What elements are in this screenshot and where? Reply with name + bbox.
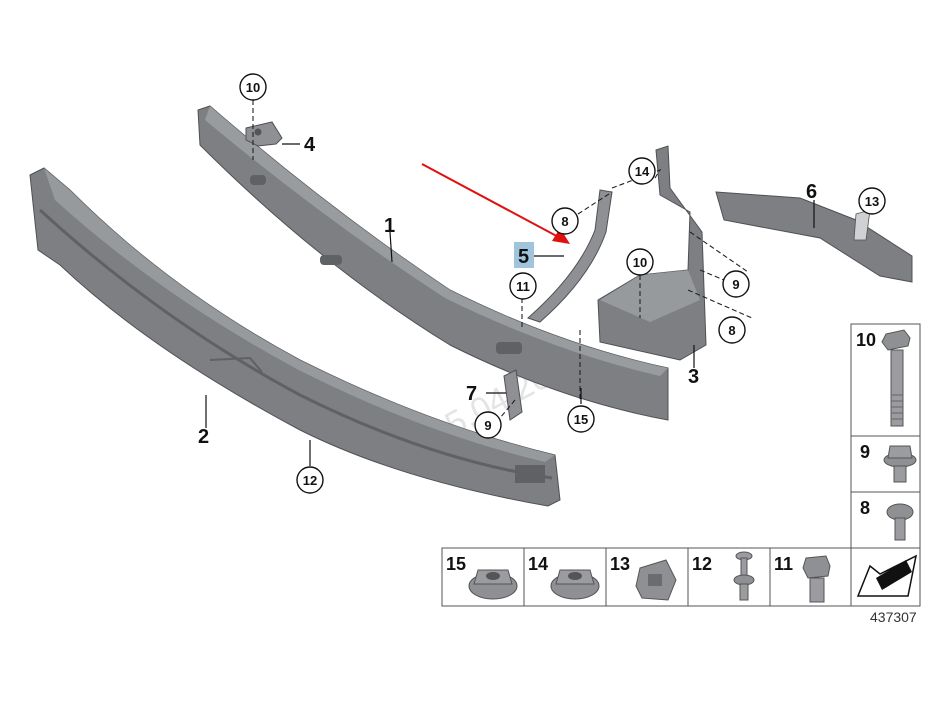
- assembly-lines: [252, 100, 753, 419]
- callout-9-right: 9: [732, 277, 739, 292]
- callout-11: 11: [516, 279, 530, 294]
- part-5-bar: [527, 189, 613, 323]
- part-1-carrier: [197, 105, 669, 421]
- callout-10-mid: 10: [633, 255, 647, 270]
- callout-8-top: 8: [561, 214, 568, 229]
- callout-13: 13: [865, 194, 879, 209]
- flange-nut-icon: [468, 569, 518, 600]
- callout-8-right: 8: [728, 323, 735, 338]
- callout-5: 5: [518, 246, 529, 268]
- red-pointer-arrow: [421, 163, 570, 244]
- legend-bottom-row: 15 14 13 12 11: [441, 547, 921, 607]
- legend-10: 10: [856, 330, 876, 350]
- callout-12: 12: [303, 473, 317, 488]
- nut-icon: [550, 569, 600, 600]
- part-6-bracket: [715, 191, 913, 283]
- callout-15: 15: [574, 412, 588, 427]
- callout-3: 3: [688, 366, 699, 388]
- callouts: 1 2 3 4 6 7 5 10 14 13 8 10 11 9 8 9 15 …: [198, 73, 886, 494]
- callout-10-top: 10: [246, 80, 260, 95]
- callout-14: 14: [635, 164, 650, 179]
- screw-icon: [886, 503, 914, 541]
- legend-13: 13: [610, 554, 630, 574]
- legend-9: 9: [860, 442, 870, 462]
- bolt-short-icon: [883, 445, 917, 483]
- callout-9-left: 9: [484, 418, 491, 433]
- callout-2: 2: [198, 426, 209, 448]
- leader-lines: [205, 143, 815, 466]
- legend-11: 11: [774, 554, 793, 574]
- legend-8: 8: [860, 498, 870, 518]
- expanding-rivet-icon: [733, 551, 755, 601]
- callout-4: 4: [304, 134, 316, 156]
- direction-arrow-icon: [856, 554, 918, 597]
- legend-12: 12: [692, 554, 712, 574]
- part-3-bracket: [597, 145, 707, 361]
- legend-15: 15: [446, 554, 466, 574]
- part-2-absorber: [29, 167, 561, 507]
- clip-nut-icon: [635, 559, 677, 601]
- callout-6: 6: [806, 181, 817, 203]
- diagram-number: 437307: [870, 609, 917, 625]
- callout-5-highlight: [514, 242, 534, 268]
- bolt-long-icon: [881, 329, 911, 427]
- legend-14: 14: [528, 554, 548, 574]
- hex-bolt-icon: [802, 555, 831, 603]
- callout-7: 7: [466, 383, 477, 405]
- callout-1: 1: [384, 215, 395, 237]
- part-4-bracket: [245, 121, 283, 147]
- legend-right-column: 10 9 8: [850, 323, 921, 549]
